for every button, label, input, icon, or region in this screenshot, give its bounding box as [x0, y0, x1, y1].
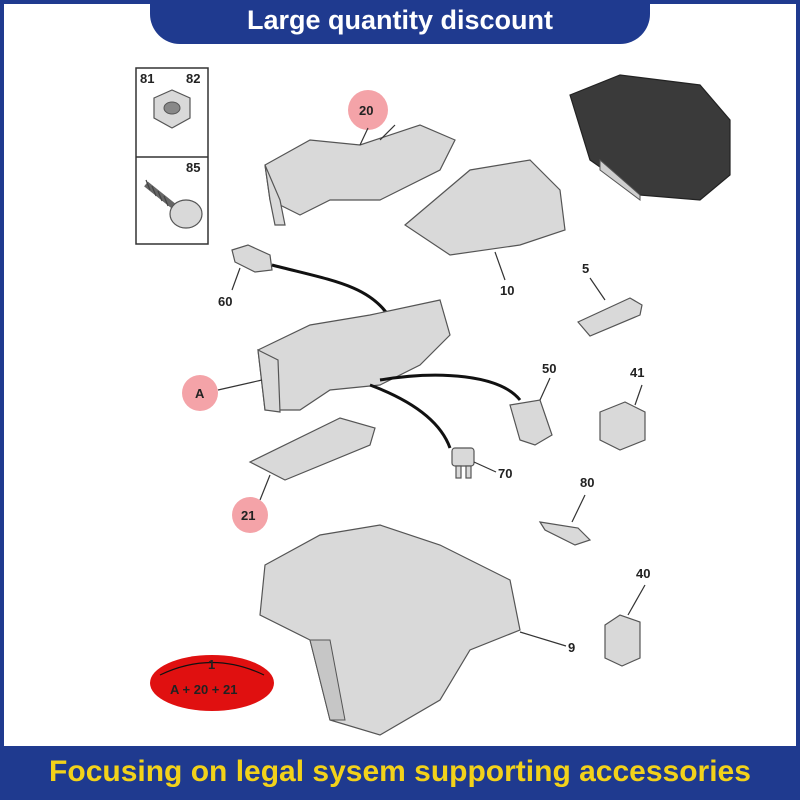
top-banner-text: Large quantity discount	[246, 5, 554, 35]
hardware-inset: 81 82 85	[135, 67, 209, 245]
part-70-minifuse	[451, 447, 475, 479]
callout-80: 80	[580, 475, 594, 490]
part-50-fuse	[509, 399, 553, 446]
part-A-fusebox	[257, 299, 451, 413]
bottom-banner-text: Focusing on legal sysem supporting acces…	[49, 755, 751, 788]
part-20-cover	[264, 124, 456, 226]
assembly-number: 1	[208, 657, 215, 672]
callout-50: 50	[542, 361, 556, 376]
assembly-formula: A + 20 + 21	[170, 682, 237, 697]
callout-5: 5	[582, 261, 589, 276]
parts-diagram: 81 82 85 20 10 60	[135, 67, 731, 736]
callout-40: 40	[636, 566, 650, 581]
top-banner: Large quantity discount	[150, 0, 650, 44]
part-41-relay	[599, 401, 646, 451]
part-21-plate	[248, 417, 376, 481]
callout-85: 85	[186, 160, 200, 175]
highlight-A	[182, 375, 218, 411]
callout-41: 41	[630, 365, 644, 380]
highlight-20	[348, 90, 388, 130]
bottom-banner: Focusing on legal sysem supporting acces…	[0, 746, 800, 800]
relay-block	[569, 74, 731, 201]
screw-icon	[144, 179, 203, 229]
highlight-21	[232, 497, 268, 533]
callout-20: 20	[359, 103, 373, 118]
callout-21: 21	[241, 508, 255, 523]
callout-81: 81	[140, 71, 154, 86]
flange-nut-icon	[153, 89, 191, 129]
callout-A: A	[195, 386, 205, 401]
callout-82: 82	[186, 71, 200, 86]
part-60-bracket	[231, 244, 273, 273]
part-5-strip	[577, 297, 643, 337]
callout-9: 9	[568, 640, 575, 655]
part-9-tray	[259, 524, 521, 736]
part-80-shunt	[538, 521, 592, 546]
callout-60: 60	[218, 294, 232, 309]
part-10-lid	[404, 159, 566, 256]
assembly-badge: 1 A + 20 + 21	[150, 655, 274, 711]
callout-70: 70	[498, 466, 512, 481]
callout-10: 10	[500, 283, 514, 298]
part-40-relay	[604, 614, 641, 667]
